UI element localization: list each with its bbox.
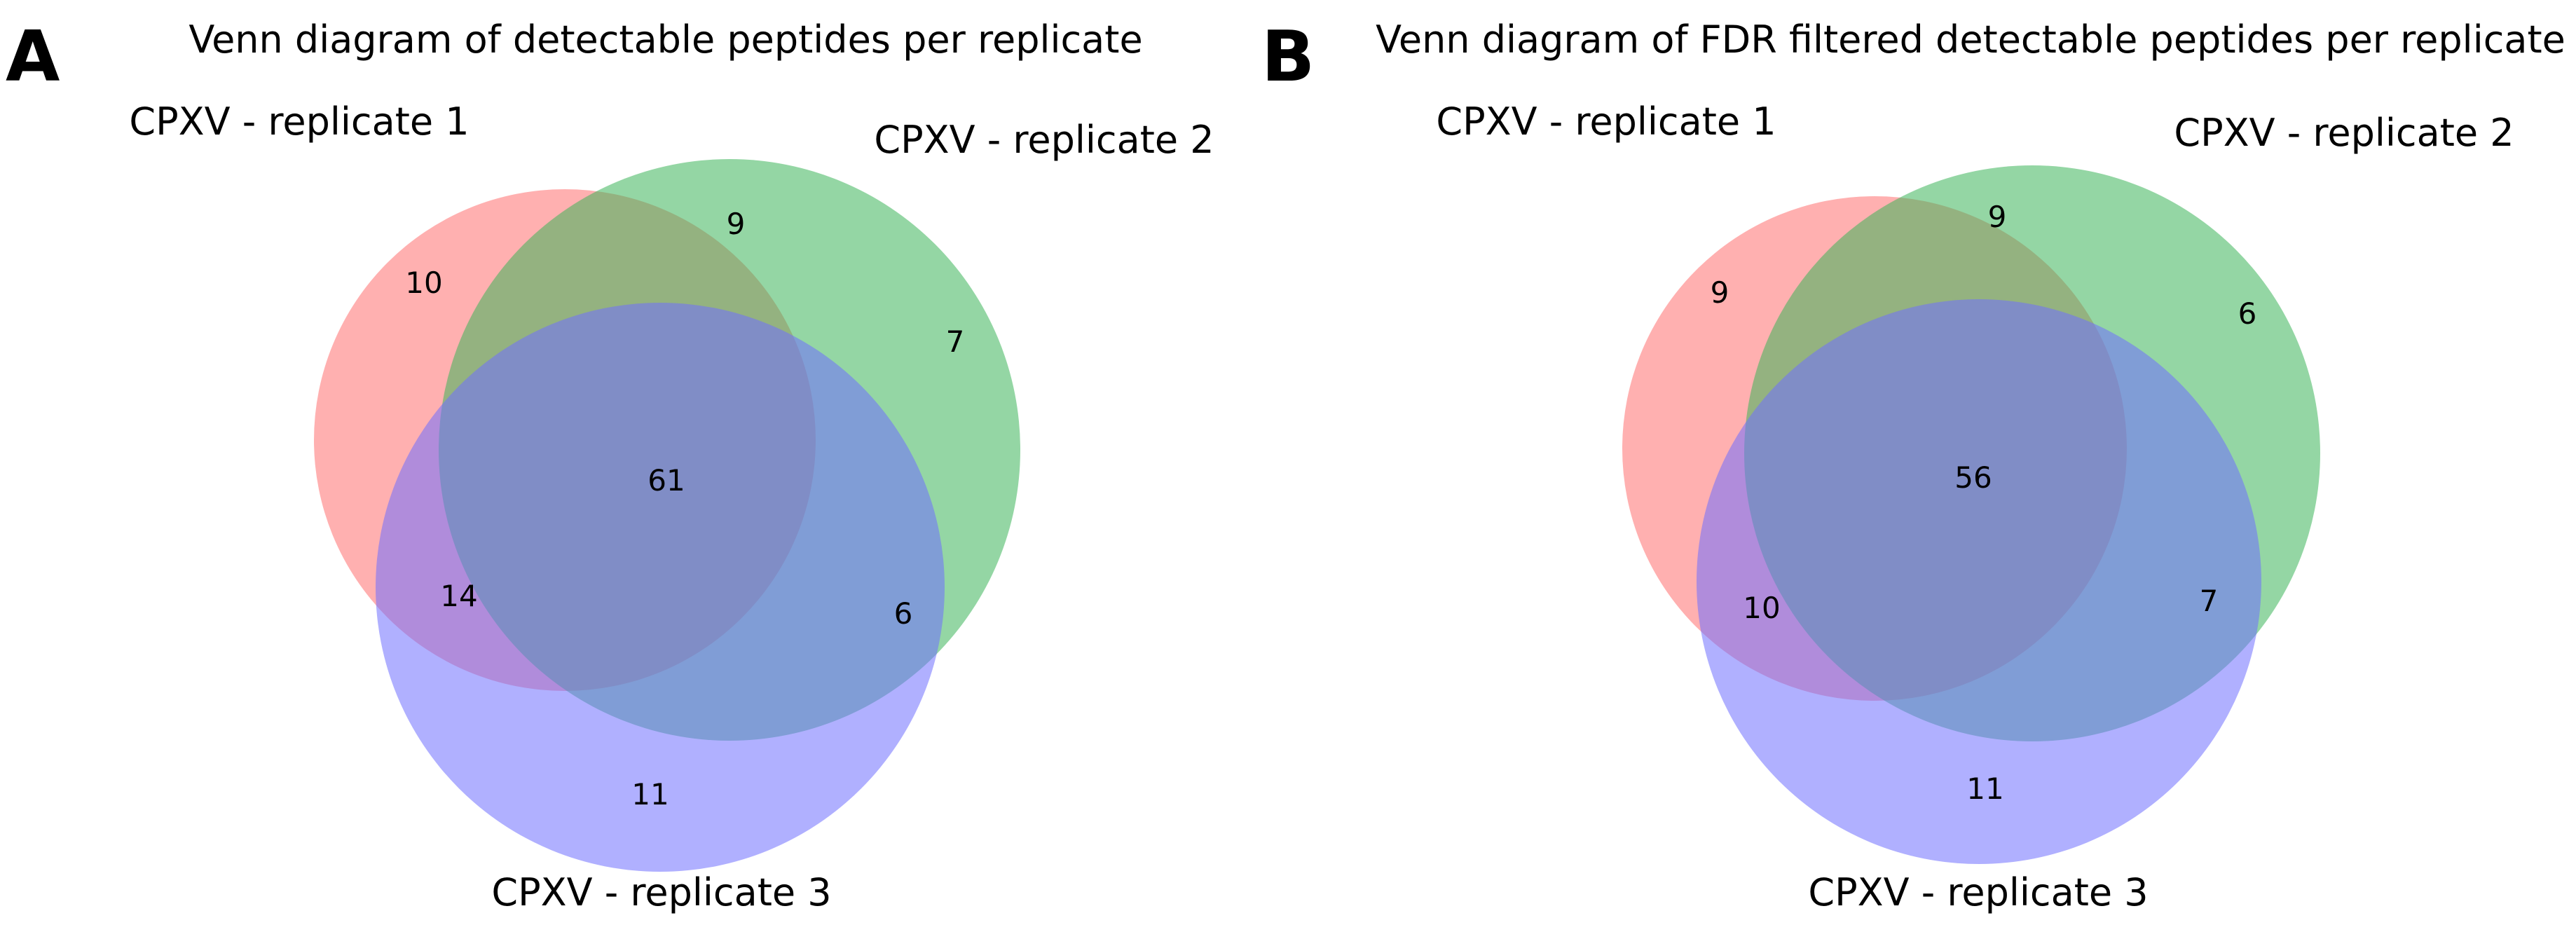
- set-label-replicate-1: CPXV - replicate 1: [129, 100, 469, 144]
- count-replicate-1-and-2: 9: [1988, 200, 2007, 234]
- panel-a: A Venn diagram of detectable peptides pe…: [6, 15, 1214, 914]
- venn-circle-replicate-3: [1697, 299, 2261, 864]
- set-label-replicate-2: CPXV - replicate 2: [2174, 111, 2514, 155]
- set-label-replicate-3: CPXV - replicate 3: [1808, 870, 2148, 914]
- count-only-replicate-2: 7: [946, 324, 965, 359]
- count-replicate-1-and-3: 14: [440, 579, 477, 613]
- venn-circles: [1622, 165, 2320, 864]
- count-only-replicate-3: 11: [1966, 772, 2003, 806]
- set-label-replicate-1: CPXV - replicate 1: [1436, 100, 1776, 144]
- count-all-replicates: 56: [1954, 460, 1992, 495]
- count-all-replicates: 61: [648, 463, 685, 498]
- venn-circle-replicate-3: [376, 303, 945, 872]
- count-replicate-1-and-2: 9: [727, 207, 746, 241]
- venn-circles: [314, 159, 1020, 872]
- count-only-replicate-1: 10: [405, 266, 442, 300]
- count-replicate-1-and-3: 10: [1743, 591, 1780, 625]
- panel-title: Venn diagram of detectable peptides per …: [189, 18, 1142, 62]
- set-label-replicate-2: CPXV - replicate 2: [874, 118, 1214, 162]
- panel-b: B Venn diagram of FDR filtered detectabl…: [1261, 15, 2565, 914]
- panel-letter: B: [1261, 15, 1315, 97]
- panel-letter: A: [6, 15, 60, 97]
- count-replicate-2-and-3: 7: [2200, 584, 2219, 618]
- count-only-replicate-2: 6: [2238, 296, 2257, 331]
- count-only-replicate-3: 11: [631, 777, 669, 811]
- set-label-replicate-3: CPXV - replicate 3: [491, 870, 831, 914]
- panel-title: Venn diagram of FDR filtered detectable …: [1376, 18, 2565, 62]
- count-only-replicate-1: 9: [1711, 275, 1729, 310]
- count-replicate-2-and-3: 6: [894, 596, 913, 631]
